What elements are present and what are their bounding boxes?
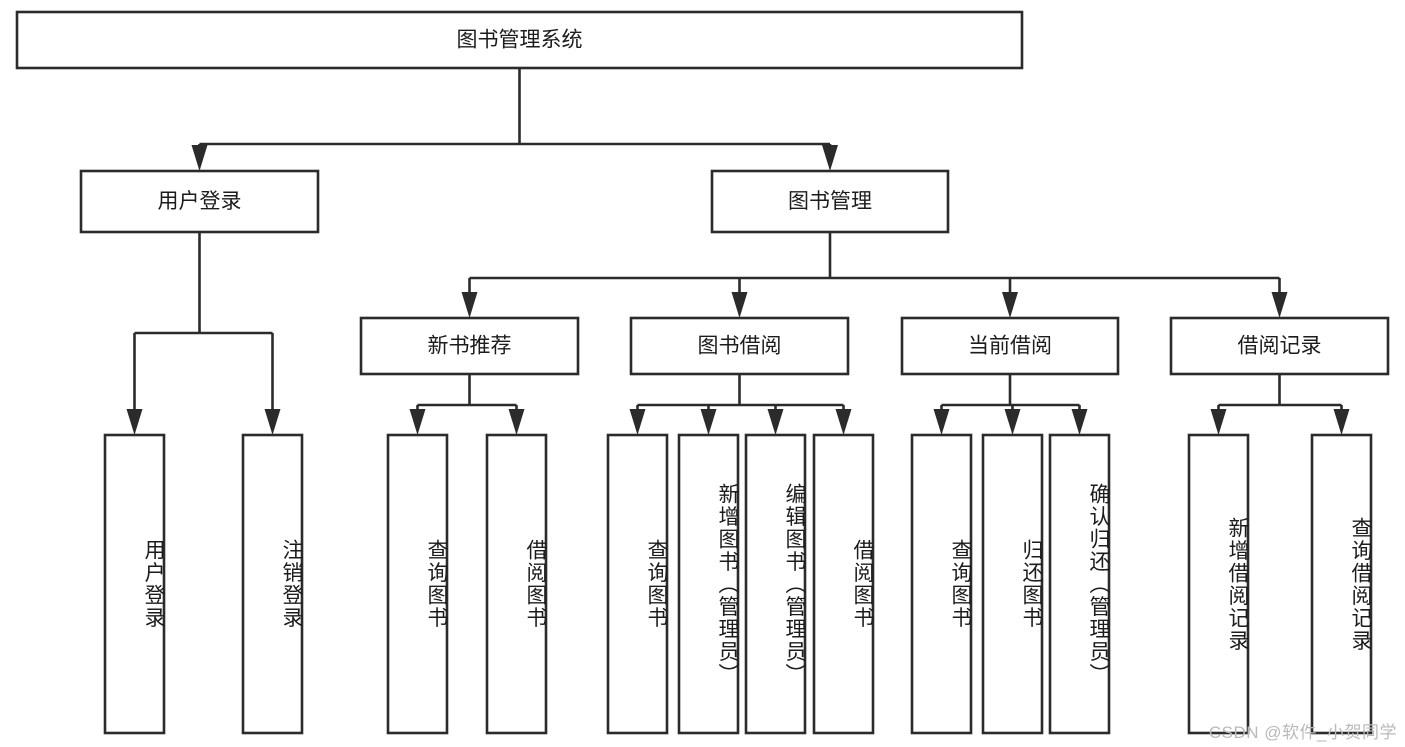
node-box-leaf-1[interactable] [241,433,304,735]
node-box-leaf-0[interactable] [103,433,166,735]
node-label-leaf-0: 用户登录 [142,539,165,629]
node-box-level3-2[interactable] [900,316,1120,376]
node-label-level3-1: 图书借阅 [698,335,782,358]
node-box-layer [15,10,1390,735]
node-box-leaf-8[interactable] [910,433,973,735]
node-label-leaf-2: 查询图书 [425,539,448,629]
node-label-level3-0: 新书推荐 [428,335,512,358]
watermark-text: CSDN @软件_小贺同学 [1208,723,1397,742]
node-label-level3-2: 当前借阅 [968,335,1052,358]
node-box-level2-0[interactable] [79,169,320,234]
node-label-leaf-6: 编辑图书（管理员） [783,482,806,686]
node-label-root: 图书管理系统 [457,29,583,52]
node-box-leaf-11[interactable] [1187,433,1250,735]
node-box-root[interactable] [15,10,1024,70]
node-label-leaf-10: 确认归还（管理员） [1087,482,1110,686]
node-label-leaf-12: 查询借阅记录 [1349,516,1372,652]
node-label-leaf-7: 借阅图书 [851,539,874,629]
node-label-level3-3: 借阅记录 [1238,335,1322,358]
node-box-level2-1[interactable] [710,169,950,234]
node-box-leaf-3[interactable] [485,433,548,735]
node-box-leaf-12[interactable] [1310,433,1373,735]
node-box-leaf-10[interactable] [1048,433,1111,735]
node-label-leaf-11: 新增借阅记录 [1226,516,1249,652]
node-label-leaf-9: 归还图书 [1020,539,1043,629]
node-box-leaf-5[interactable] [677,433,740,735]
node-label-level2-0: 用户登录 [158,190,242,213]
node-box-leaf-6[interactable] [744,433,807,735]
node-label-level2-1: 图书管理 [788,190,872,213]
node-label-leaf-1: 注销登录 [280,539,303,629]
node-box-level3-0[interactable] [359,316,580,376]
node-box-level3-3[interactable] [1169,316,1390,376]
node-box-leaf-7[interactable] [812,433,875,735]
node-label-leaf-5: 新增图书（管理员） [716,482,739,686]
node-box-leaf-9[interactable] [981,433,1044,735]
node-label-leaf-3: 借阅图书 [524,539,547,629]
node-box-leaf-2[interactable] [386,433,449,735]
node-box-level3-1[interactable] [629,316,850,376]
node-label-leaf-8: 查询图书 [949,539,972,629]
node-box-leaf-4[interactable] [606,433,669,735]
node-label-leaf-4: 查询图书 [645,539,668,629]
connector-layer [126,68,1350,435]
